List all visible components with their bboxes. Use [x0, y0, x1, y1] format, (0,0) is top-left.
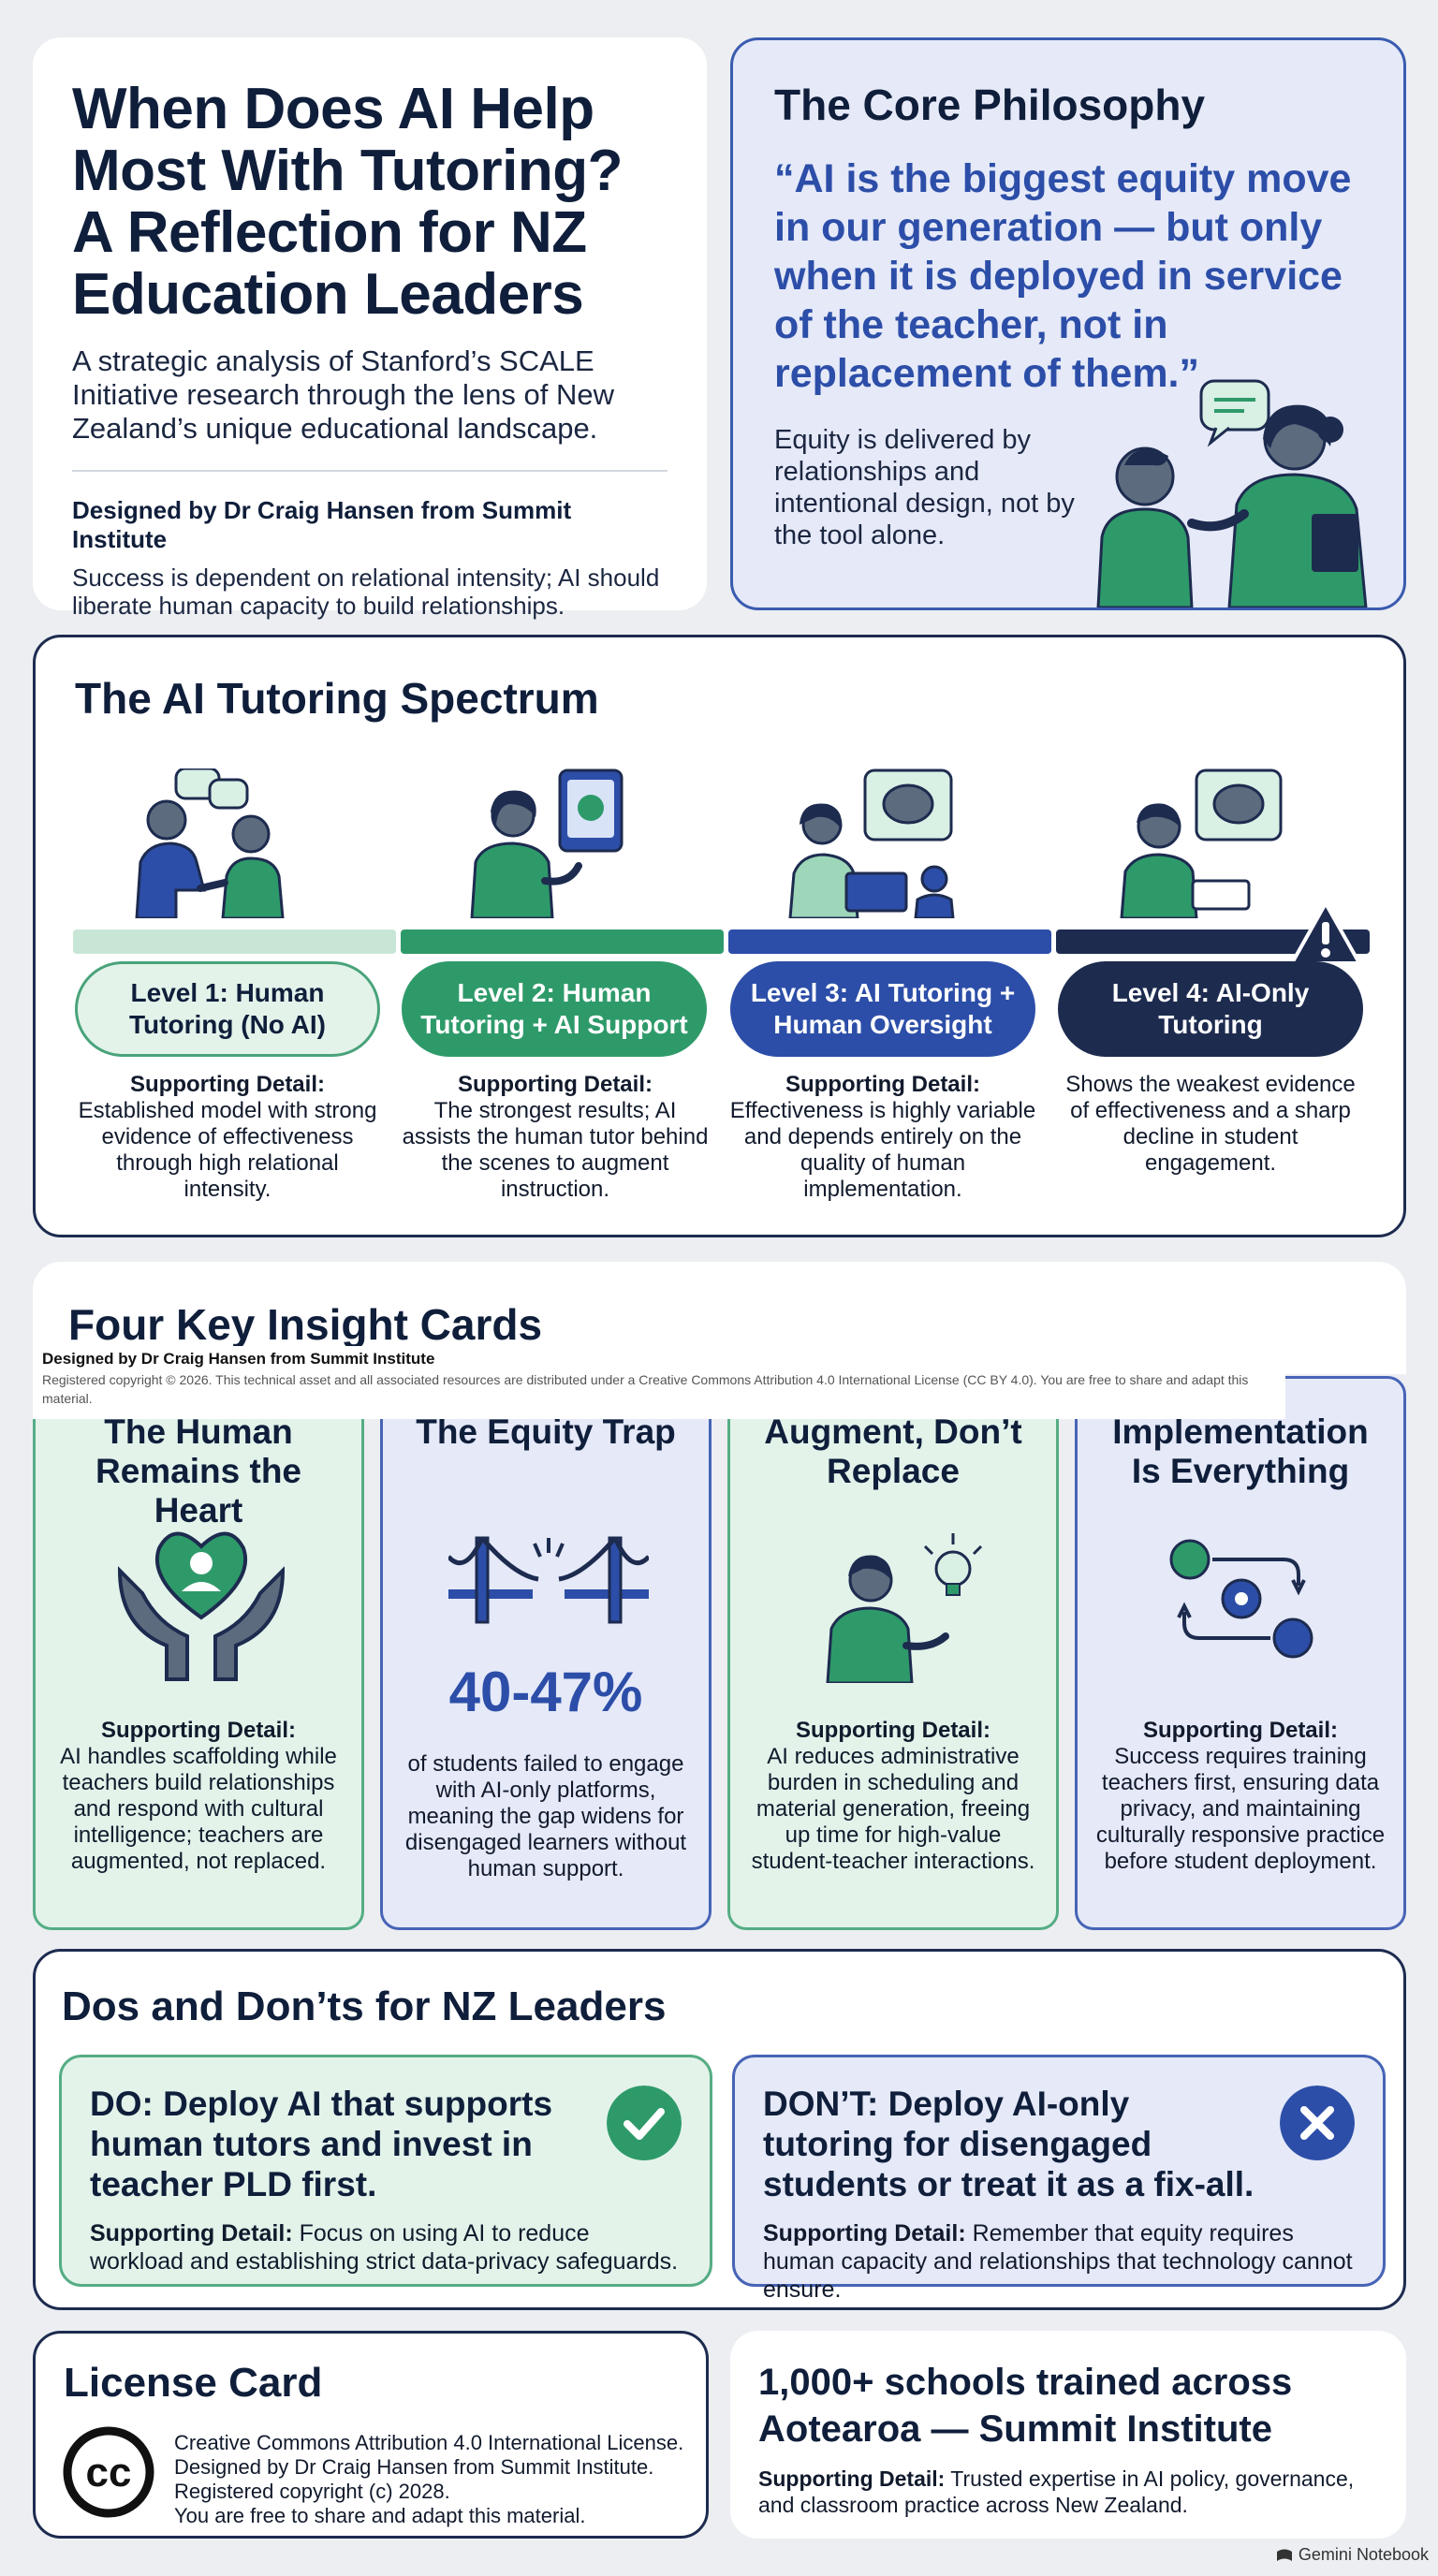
- process-cycle-icon: [1169, 1539, 1313, 1659]
- license-line: You are free to share and adapt this mat…: [174, 2504, 586, 2527]
- insight-detail-text: AI handles scaffolding while teachers bu…: [60, 1744, 337, 1874]
- level-3-pill: Level 3: AI Tutoring + Human Oversight: [730, 961, 1035, 1057]
- insight-detail-label: Supporting Detail:: [796, 1718, 990, 1743]
- engagement-stat: 40-47%: [448, 1661, 643, 1723]
- level-3-detail-label: Supporting Detail:: [785, 1072, 980, 1097]
- designer-note: Success is dependent on relational inten…: [72, 564, 660, 620]
- title-card: When Does AI Help Most With Tutoring? A …: [33, 37, 707, 620]
- insight-detail: Supporting Detail: AI handles scaffoldin…: [49, 1718, 348, 1875]
- dont-detail-text: Remember that equity requires human capa…: [763, 2220, 1353, 2303]
- level-4-pill: Level 4: AI-Only Tutoring: [1058, 961, 1363, 1057]
- insights-title: Four Key Insight Cards: [68, 1300, 543, 1349]
- insight-detail: Supporting Detail: AI reduces administra…: [743, 1718, 1043, 1875]
- laptop-brain-icon: [788, 768, 955, 918]
- insight-detail-text: Success requires training teachers first…: [1095, 1744, 1386, 1874]
- spectrum-bar-level-2: [401, 929, 724, 954]
- do-detail-label: Supporting Detail:: [90, 2220, 293, 2247]
- divider: [72, 470, 668, 472]
- broken-bridge-icon: [448, 1536, 649, 1624]
- do-detail: Supporting Detail: Focus on using AI to …: [90, 2219, 682, 2276]
- insight-detail-label: Supporting Detail:: [1143, 1718, 1338, 1743]
- insight-card-augment: Augment, Don’t Replace Supporting Detail…: [727, 1376, 1059, 1930]
- handshake-icon: [135, 768, 285, 918]
- insight-title: Augment, Don’t Replace: [764, 1412, 1022, 1490]
- insight-title: Implementation Is Everything: [1112, 1412, 1369, 1490]
- level-2-detail-label: Supporting Detail:: [458, 1072, 653, 1097]
- license-title: License Card: [64, 2360, 323, 2406]
- license-card: License Card cc Creative Commons Attribu…: [33, 2331, 709, 2539]
- spectrum-bar-level-1: [73, 929, 396, 954]
- schools-card: 1,000+ schools trained across Aotearoa —…: [730, 2331, 1406, 2539]
- license-line: Creative Commons Attribution 4.0 Interna…: [174, 2431, 684, 2454]
- level-1-detail: Supporting Detail: Established model wit…: [73, 1072, 382, 1203]
- insight-card-implementation: Implementation Is Everything Supporting …: [1075, 1376, 1406, 1930]
- schools-detail: Supporting Detail: Trusted expertise in …: [758, 2466, 1378, 2518]
- dont-box: DON’T: Deploy AI-only tutoring for disen…: [732, 2055, 1386, 2303]
- close-icon: [1280, 2086, 1355, 2160]
- warning-icon: [1290, 901, 1361, 965]
- insight-detail: Supporting Detail: Success requires trai…: [1091, 1718, 1390, 1875]
- tutor-tablet-icon: [470, 768, 624, 918]
- level-2-detail: Supporting Detail: The strongest results…: [401, 1072, 710, 1203]
- level-1-detail-label: Supporting Detail:: [130, 1072, 325, 1097]
- philosophy-title: The Core Philosophy: [774, 80, 1206, 129]
- check-icon: [607, 2086, 682, 2160]
- level-2-pill: Level 2: Human Tutoring + AI Support: [402, 961, 707, 1057]
- schools-detail-label: Supporting Detail:: [758, 2466, 946, 2491]
- level-1-detail-text: Established model with strong evidence o…: [78, 1098, 377, 1202]
- level-4-detail: Shows the weakest evidence of effectiven…: [1056, 1072, 1365, 1177]
- dont-detail-label: Supporting Detail:: [763, 2220, 966, 2247]
- philosophy-card: The Core Philosophy “AI is the biggest e…: [730, 37, 1406, 610]
- notebook-icon: [1276, 2549, 1292, 2561]
- teacher-student-illustration: [1096, 379, 1368, 607]
- ai-brain-icon: [1120, 768, 1283, 918]
- dont-title: DON’T: Deploy AI-only tutoring for disen…: [763, 2085, 1255, 2203]
- level-4-detail-text: Shows the weakest evidence of effectiven…: [1065, 1072, 1356, 1176]
- license-line: Registered copyright (c) 2028.: [174, 2480, 450, 2503]
- dos-donts-card: Dos and Don’ts for NZ Leaders DO: Deploy…: [33, 1949, 1406, 2310]
- license-line: Designed by Dr Craig Hansen from Summit …: [174, 2455, 654, 2479]
- copyright-notice: Designed by Dr Craig Hansen from Summit …: [33, 1346, 1285, 1419]
- notice-text: Registered copyright © 2026. This techni…: [42, 1372, 1249, 1406]
- insight-card-human-heart: The Human Remains the Heart Supporting D…: [33, 1376, 364, 1930]
- insight-detail-text: of students failed to engage with AI-onl…: [404, 1751, 687, 1881]
- insight-title: The Human Remains the Heart: [95, 1412, 301, 1530]
- insight-detail-label: Supporting Detail:: [101, 1718, 296, 1743]
- dont-detail: Supporting Detail: Remember that equity …: [763, 2219, 1355, 2304]
- insight-detail: of students failed to engage with AI-onl…: [396, 1751, 696, 1882]
- spectrum-bar-level-3: [728, 929, 1051, 954]
- gemini-brand: Gemini Notebook: [1298, 2545, 1429, 2564]
- do-title: DO: Deploy AI that supports human tutors…: [90, 2085, 553, 2203]
- level-2-detail-text: The strongest results; AI assists the hu…: [402, 1098, 709, 1202]
- do-box: DO: Deploy AI that supports human tutors…: [59, 2055, 712, 2287]
- level-3-detail: Supporting Detail: Effectiveness is high…: [728, 1072, 1037, 1203]
- level-1-pill: Level 1: Human Tutoring (No AI): [75, 961, 380, 1057]
- gemini-notebook-watermark: Gemini Notebook: [1276, 2545, 1429, 2565]
- notice-title: Designed by Dr Craig Hansen from Summit …: [42, 1350, 435, 1368]
- insight-detail-text: AI reduces administrative burden in sche…: [751, 1744, 1035, 1874]
- heart-hands-icon: [117, 1531, 286, 1681]
- page-subtitle: A strategic analysis of Stanford’s SCALE…: [72, 344, 614, 445]
- level-3-detail-text: Effectiveness is highly variable and dep…: [729, 1098, 1036, 1202]
- designer-credit: Designed by Dr Craig Hansen from Summit …: [72, 496, 572, 553]
- page-title: When Does AI Help Most With Tutoring? A …: [72, 77, 623, 327]
- creative-commons-icon: cc: [63, 2426, 154, 2518]
- equity-statement: Equity is delivered by relationships and…: [774, 425, 1075, 550]
- cc-icon-text: cc: [86, 2450, 132, 2496]
- schools-detail-text: Trusted expertise in AI policy, governan…: [758, 2466, 1355, 2517]
- spectrum-card: The AI Tutoring Spectrum: [33, 635, 1406, 1237]
- spectrum-title: The AI Tutoring Spectrum: [75, 674, 599, 723]
- dos-donts-title: Dos and Don’ts for NZ Leaders: [62, 1983, 667, 2029]
- schools-title: 1,000+ schools trained across Aotearoa —…: [758, 2362, 1293, 2450]
- insight-card-equity-trap: The Equity Trap 40-47% of students faile…: [380, 1376, 712, 1930]
- teacher-lightbulb-icon: [826, 1533, 983, 1683]
- license-text: Creative Commons Attribution 4.0 Interna…: [174, 2431, 698, 2528]
- philosophy-quote: “AI is the biggest equity move in our ge…: [774, 156, 1352, 396]
- do-detail-text: Focus on using AI to reduce workload and…: [90, 2220, 679, 2275]
